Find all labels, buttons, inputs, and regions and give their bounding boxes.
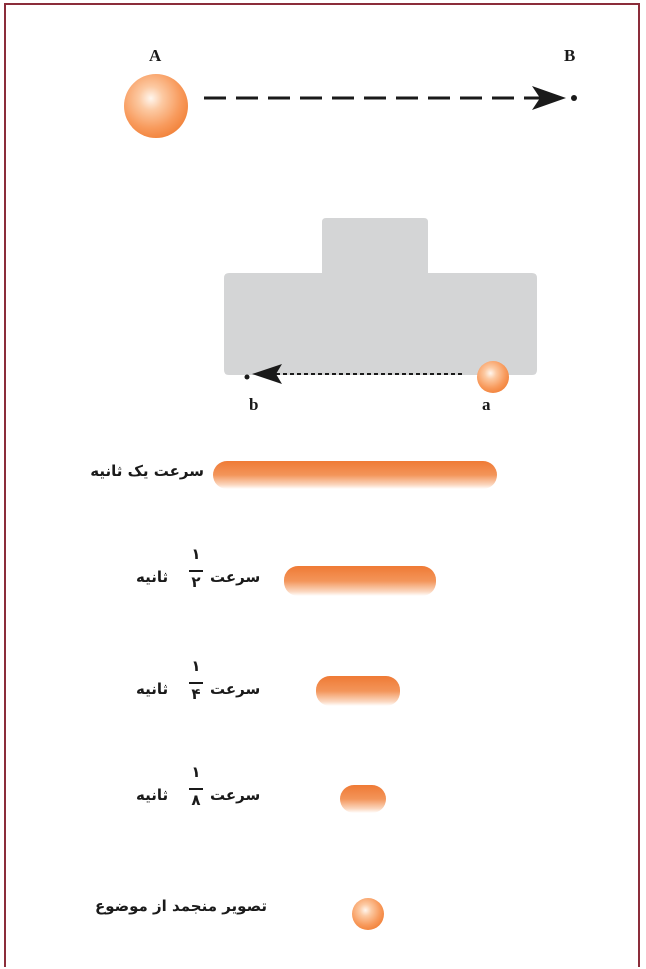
row-label-one-second: سرعت یک ثانیه (90, 462, 204, 480)
row4-numerator: ۱ (191, 763, 201, 781)
blur-bar-quarter-s (316, 676, 400, 706)
ball-small-a (477, 361, 509, 393)
point-b-dot (571, 95, 577, 101)
point-b-label: B (564, 46, 576, 65)
row-label-frozen: تصویر منجمد از موضوع (94, 897, 267, 915)
row2-word-second: ثانیه (136, 568, 169, 586)
arrowhead-top (532, 86, 566, 110)
page-frame (4, 3, 640, 967)
row3-word-speed: سرعت (210, 680, 261, 698)
gray-block (224, 218, 537, 375)
row4-denominator: ۸ (191, 791, 201, 809)
blur-bar-1s (213, 461, 497, 489)
row4-word-speed: سرعت (210, 786, 261, 804)
row3-numerator: ۱ (191, 657, 201, 675)
block-diagram (224, 218, 537, 384)
arrowhead-bottom (252, 364, 282, 384)
row4-word-second: ثانیه (136, 786, 169, 804)
row2-fraction-bar (189, 570, 203, 572)
blur-bar-half-s (284, 566, 436, 596)
frozen-ball (352, 898, 384, 930)
row2-denominator: ۲ (191, 573, 201, 591)
point-small-a-label: a (482, 395, 491, 414)
motion-arrow-top (204, 86, 577, 110)
point-a-label: A (149, 46, 162, 65)
row3-fraction-bar (189, 682, 203, 684)
row2-word-speed: سرعت (210, 568, 261, 586)
row3-word-second: ثانیه (136, 680, 169, 698)
blur-bar-eighth-s (340, 785, 386, 813)
ball-a (124, 74, 188, 138)
point-b-small-dot (244, 374, 250, 380)
point-small-b-label: b (249, 395, 259, 414)
row4-fraction-bar (189, 788, 203, 790)
row2-numerator: ۱ (191, 545, 201, 563)
row3-denominator: ۴ (191, 685, 201, 703)
